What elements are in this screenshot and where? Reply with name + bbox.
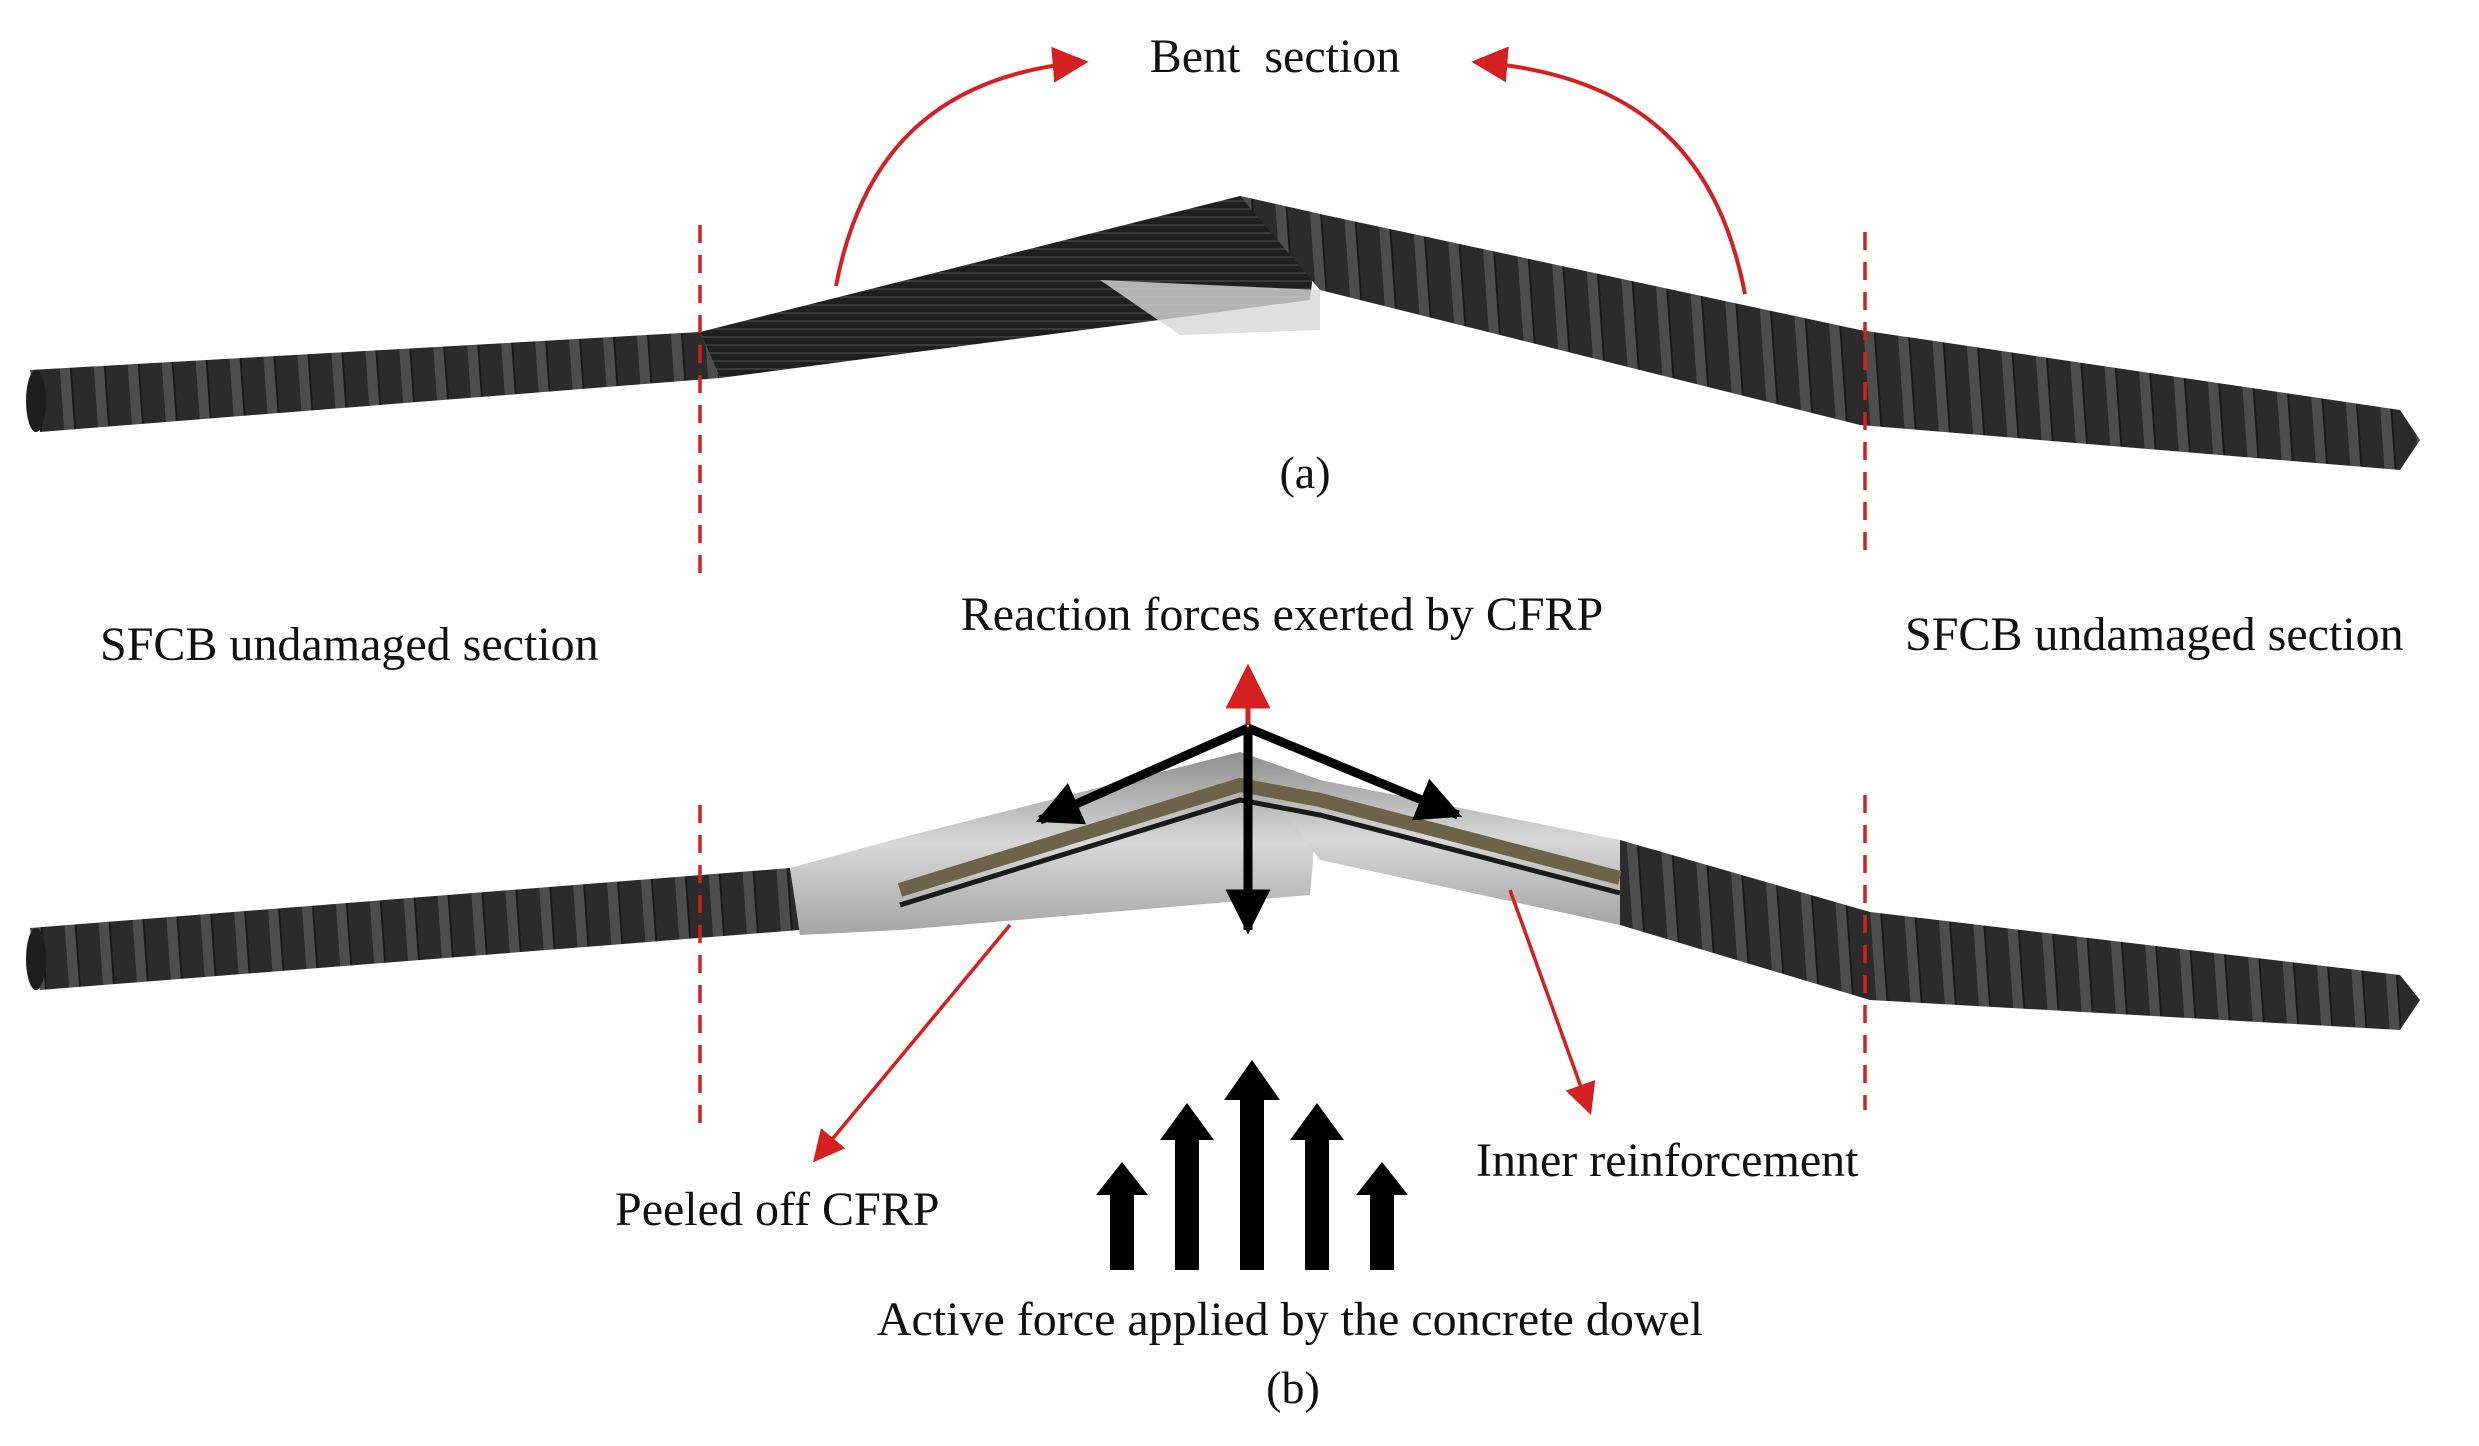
label-reaction-forces: Reaction forces exerted by CFRP — [961, 588, 1604, 641]
bent-arrow-left — [834, 46, 1089, 287]
bar-a-left-segment — [30, 332, 720, 432]
label-panel-a: (a) — [1279, 447, 1330, 498]
label-bent-section: Bent section — [1150, 30, 1401, 83]
panel-b-bar — [26, 752, 2420, 1030]
active-arrow-5 — [1356, 1162, 1408, 1270]
bar-b-inner-core-edge — [899, 797, 1621, 908]
active-arrow-4 — [1290, 1103, 1344, 1270]
bar-b-left-segment — [30, 868, 800, 990]
reaction-arrow-left — [1035, 723, 1250, 825]
active-arrow-3 — [1224, 1060, 1280, 1270]
bar-b-inner-core — [897, 777, 1622, 897]
pointer-peeled — [812, 923, 1012, 1163]
bar-a-bent-left — [700, 196, 1320, 378]
label-panel-b: (b) — [1266, 1362, 1320, 1413]
bar-a-right-segment — [1860, 330, 2420, 470]
label-undamaged-left: SFCB undamaged section — [100, 618, 599, 671]
bar-b-right-segment — [1870, 912, 2420, 1030]
active-force-arrows — [1096, 1060, 1408, 1270]
reaction-arrow-right — [1246, 723, 1463, 821]
label-inner-reinforcement: Inner reinforcement — [1476, 1134, 1859, 1187]
label-peeled-off: Peeled off CFRP — [615, 1183, 939, 1236]
bar-b-left-end — [26, 928, 46, 990]
bar-a-left-end — [26, 370, 46, 432]
bar-b-right-bent — [1620, 840, 1870, 1000]
label-active-force: Active force applied by the concrete dow… — [877, 1293, 1703, 1346]
pointer-inner — [1508, 889, 1596, 1115]
label-undamaged-right: SFCB undamaged section — [1905, 608, 2404, 661]
panel-a-bar — [26, 196, 2420, 470]
bar-b-peeled-right — [1240, 752, 1620, 925]
bar-a-peeled-sheet — [1100, 280, 1320, 335]
bar-a-bent-right — [1240, 196, 1860, 425]
active-arrow-2 — [1160, 1103, 1214, 1270]
bent-arrow-right — [1471, 46, 1747, 295]
active-arrow-1 — [1096, 1162, 1148, 1270]
